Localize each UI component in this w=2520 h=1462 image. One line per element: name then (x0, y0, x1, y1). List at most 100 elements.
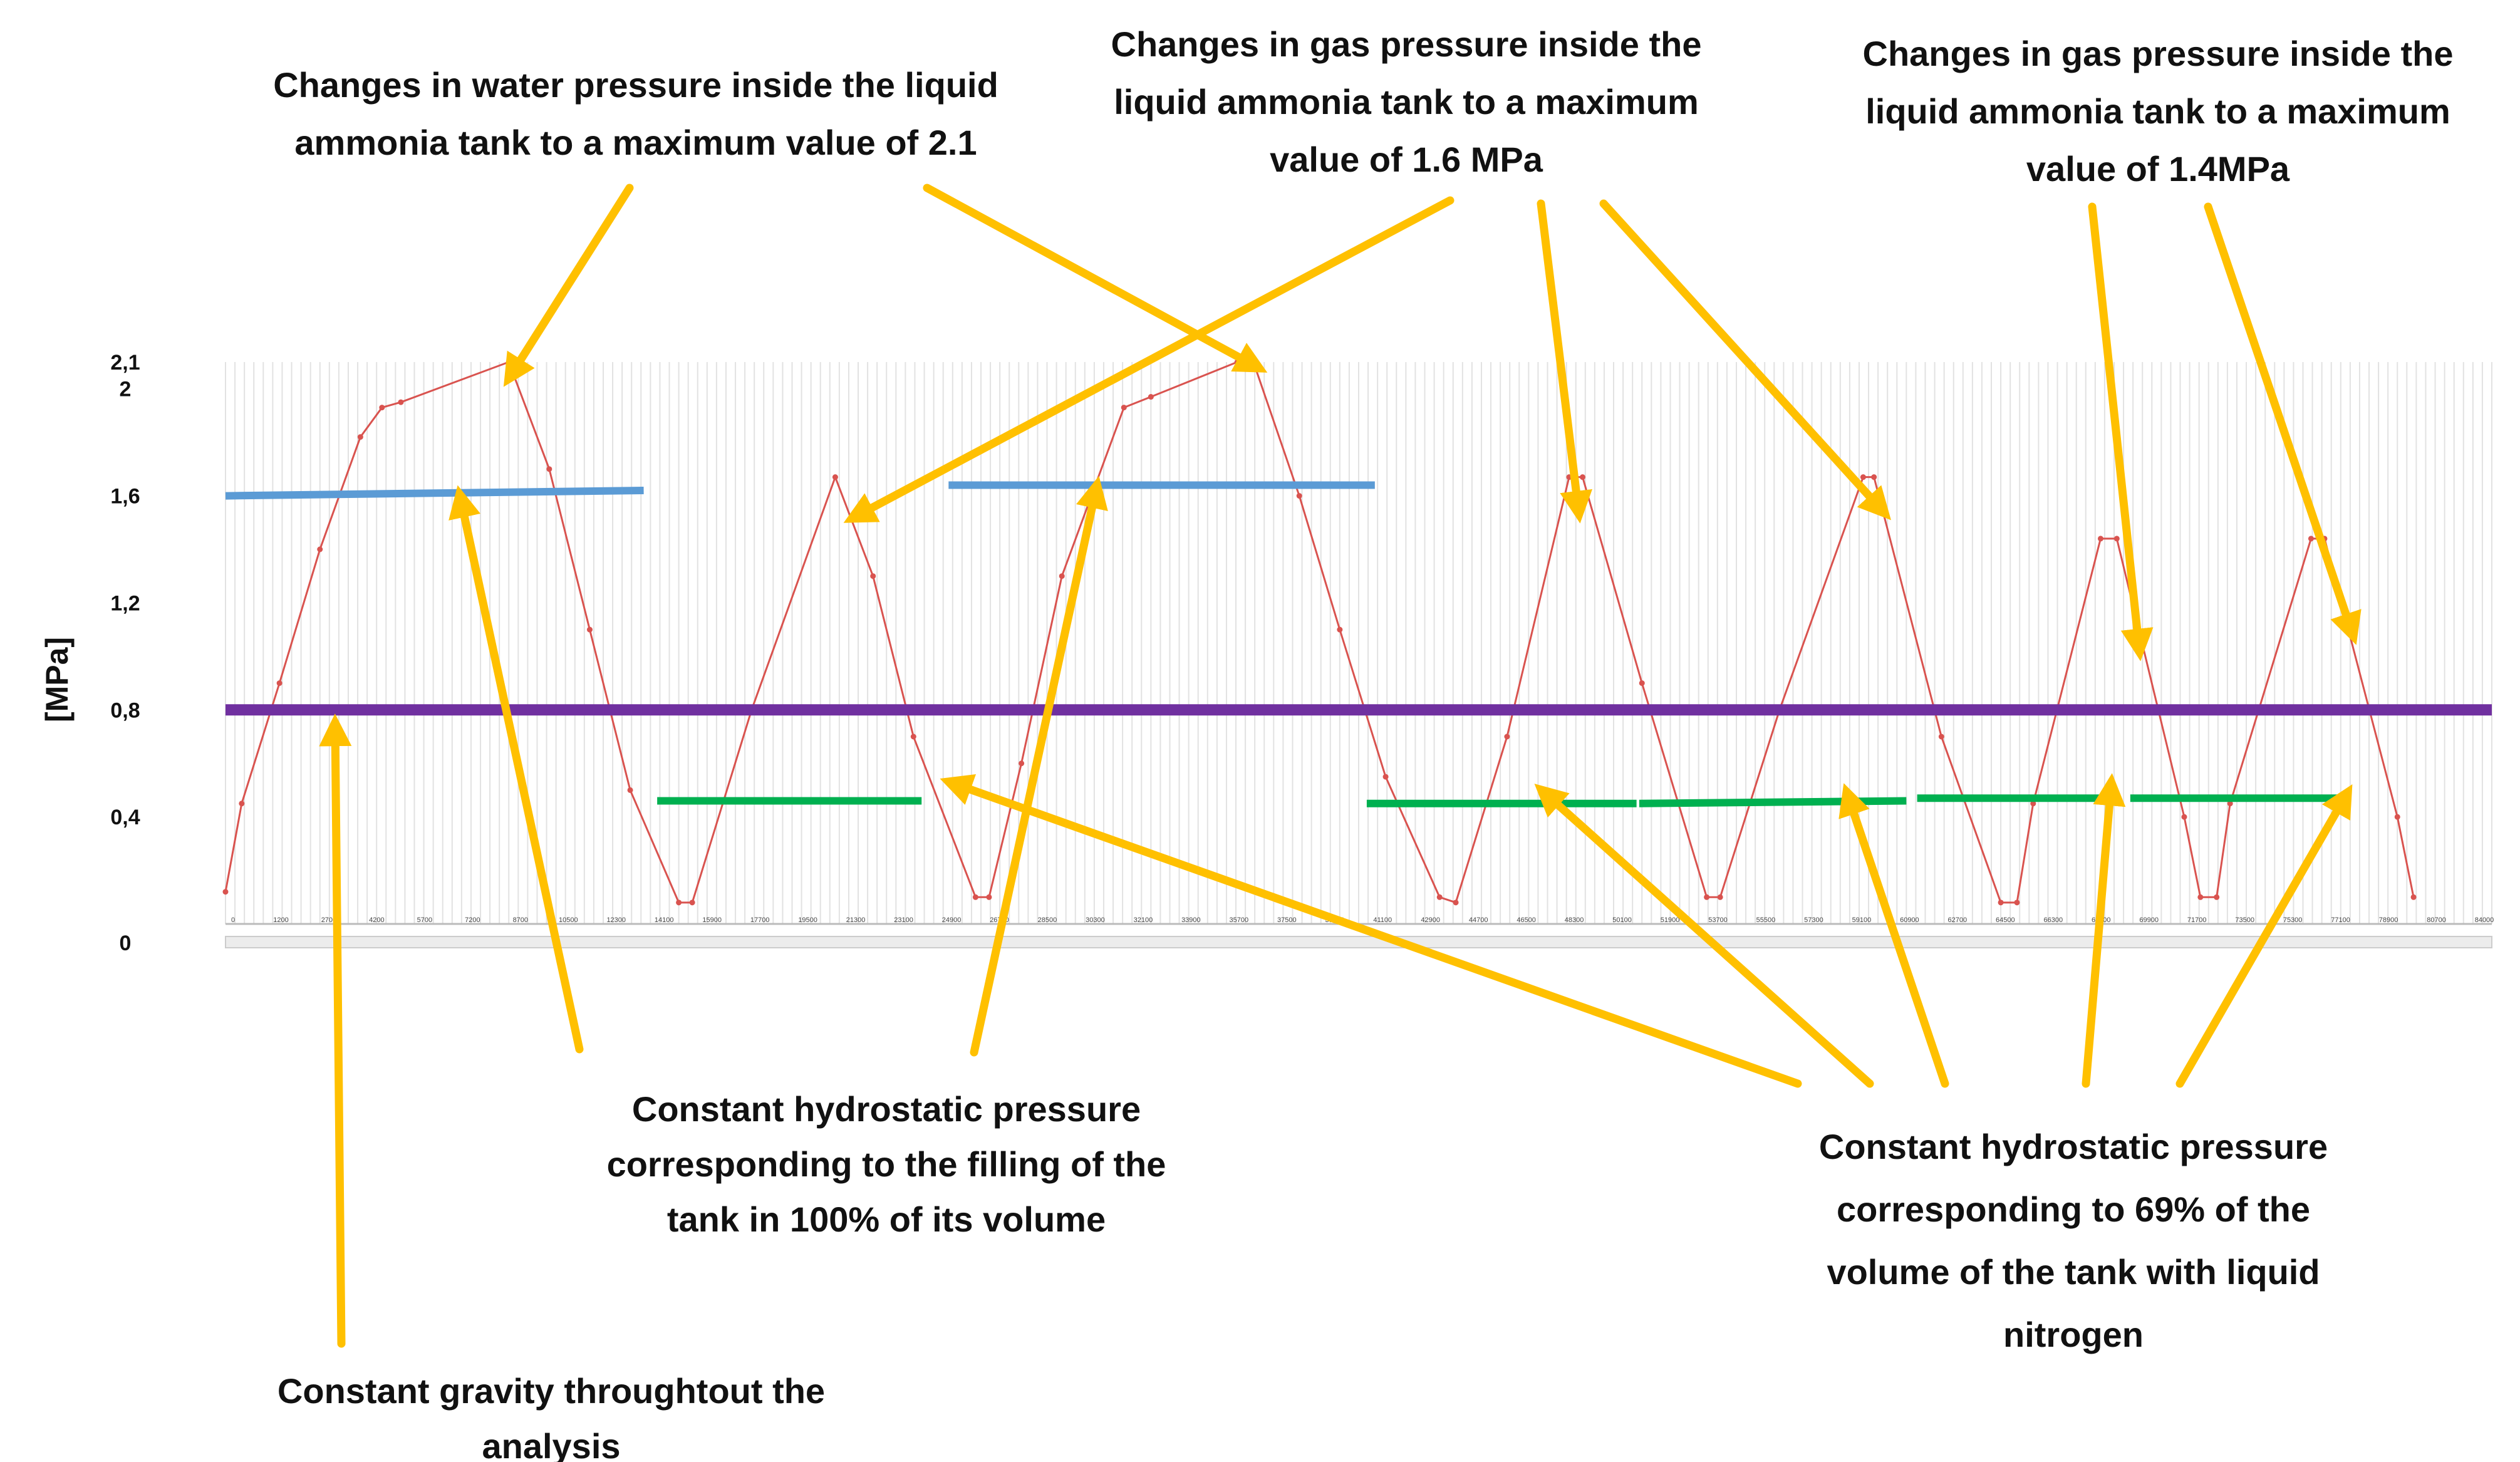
x-tick-label: 75300 (2283, 916, 2303, 924)
data-point (317, 546, 323, 552)
data-point (2030, 801, 2036, 807)
x-tick-label: 66300 (2043, 916, 2063, 924)
x-tick-label: 62700 (1948, 916, 1968, 924)
series (222, 359, 2417, 906)
annotation-arrow (319, 713, 352, 1348)
data-point (1337, 626, 1343, 633)
data-point (627, 787, 633, 793)
x-tick-label: 12300 (606, 916, 626, 924)
data-point (972, 894, 978, 900)
x-tick-label: 77100 (2331, 916, 2350, 924)
data-point (222, 889, 229, 895)
x-tick-label: 28500 (1038, 916, 1057, 924)
x-tick-label: 53700 (1708, 916, 1728, 924)
x-tick-label: 84000 (2475, 916, 2494, 924)
data-point (1453, 899, 1459, 906)
x-tick-label: 71700 (2187, 916, 2207, 924)
x-tick-label: 8700 (513, 916, 528, 924)
x-tick-label: 4200 (369, 916, 384, 924)
annotation-arrow (1537, 199, 1593, 524)
data-point (1717, 894, 1723, 900)
x-tick-label: 69900 (2139, 916, 2159, 924)
x-tick-label: 0 (231, 916, 235, 924)
constant-pressure-line (1639, 797, 1907, 807)
data-point (2308, 536, 2314, 542)
x-tick-label: 57300 (1804, 916, 1823, 924)
x-axis-scrollbar (225, 936, 2492, 948)
x-tick-label: 7200 (465, 916, 480, 924)
data-point (398, 399, 404, 405)
y-tick-label: 0,4 (110, 806, 140, 829)
data-point (357, 434, 363, 440)
annotation-arrow (843, 196, 1454, 523)
x-tick-label: 44700 (1469, 916, 1488, 924)
data-point (1998, 899, 2004, 906)
x-tick-label: 14100 (655, 916, 674, 924)
data-point (506, 359, 512, 365)
x-tick-label: 1200 (273, 916, 288, 924)
data-point (1296, 493, 1302, 499)
x-tick-label: 17700 (750, 916, 770, 924)
data-point (1871, 474, 1877, 480)
x-tick-label: 2700 (321, 916, 336, 924)
annotation-arrow (2175, 784, 2353, 1088)
x-tick-label: 32100 (1134, 916, 1153, 924)
data-point (1860, 474, 1866, 480)
data-point (870, 573, 876, 579)
x-tick-label: 42900 (1421, 916, 1440, 924)
y-tick-label: 2,1 (110, 351, 140, 375)
data-point (910, 734, 916, 740)
x-tick-label: 55500 (1756, 916, 1776, 924)
x-tick-label: 37500 (1277, 916, 1297, 924)
x-tick-label: 15900 (702, 916, 722, 924)
x-tick-label: 41100 (1373, 916, 1392, 924)
annotation-arrow (1599, 199, 1891, 521)
x-tick-label: 19500 (798, 916, 817, 924)
y-axis-label: [MPa] (39, 637, 75, 722)
annotation-arrow (923, 184, 1268, 373)
x-tick-label: 30300 (1086, 916, 1105, 924)
x-tick-label: 46500 (1517, 916, 1536, 924)
annotation-arrow (2204, 202, 2362, 645)
y-tick-label: 1,2 (110, 591, 140, 615)
data-point (2014, 899, 2020, 906)
y-axis: 00,40,81,21,622,1 (110, 351, 140, 955)
data-point (1938, 734, 1944, 740)
data-point (1148, 394, 1154, 400)
data-point (2410, 894, 2417, 900)
annotation-arrow (1534, 784, 1874, 1088)
constant-pressure-line (225, 487, 644, 500)
annotation-arrow (449, 485, 584, 1054)
data-point (546, 466, 552, 472)
data-point (676, 899, 682, 906)
data-point (1121, 405, 1127, 411)
annotation-water-pressure: Changes in water pressure inside the liq… (273, 65, 998, 162)
data-point (1019, 760, 1025, 767)
data-point (2394, 814, 2400, 820)
x-tick-label: 23100 (894, 916, 913, 924)
grid (225, 362, 2492, 925)
x-tick-label: 48300 (1565, 916, 1584, 924)
x-tick-label: 51900 (1661, 916, 1680, 924)
annotations: Changes in water pressure inside the liq… (273, 24, 2453, 1462)
data-point (986, 894, 992, 900)
constant-lines (225, 481, 2492, 807)
x-tick-label: 80700 (2427, 916, 2446, 924)
data-point (1504, 734, 1510, 740)
data-point (1704, 894, 1710, 900)
data-point (1436, 894, 1443, 900)
annotation-arrow (940, 774, 1802, 1088)
annotation-arrow (2082, 773, 2126, 1088)
x-tick-label: 60900 (1900, 916, 1919, 924)
annotation-arrow (503, 184, 634, 387)
x-tick-label: 24900 (942, 916, 962, 924)
x-tick-label: 5700 (417, 916, 432, 924)
y-tick-label: 2 (120, 378, 132, 402)
